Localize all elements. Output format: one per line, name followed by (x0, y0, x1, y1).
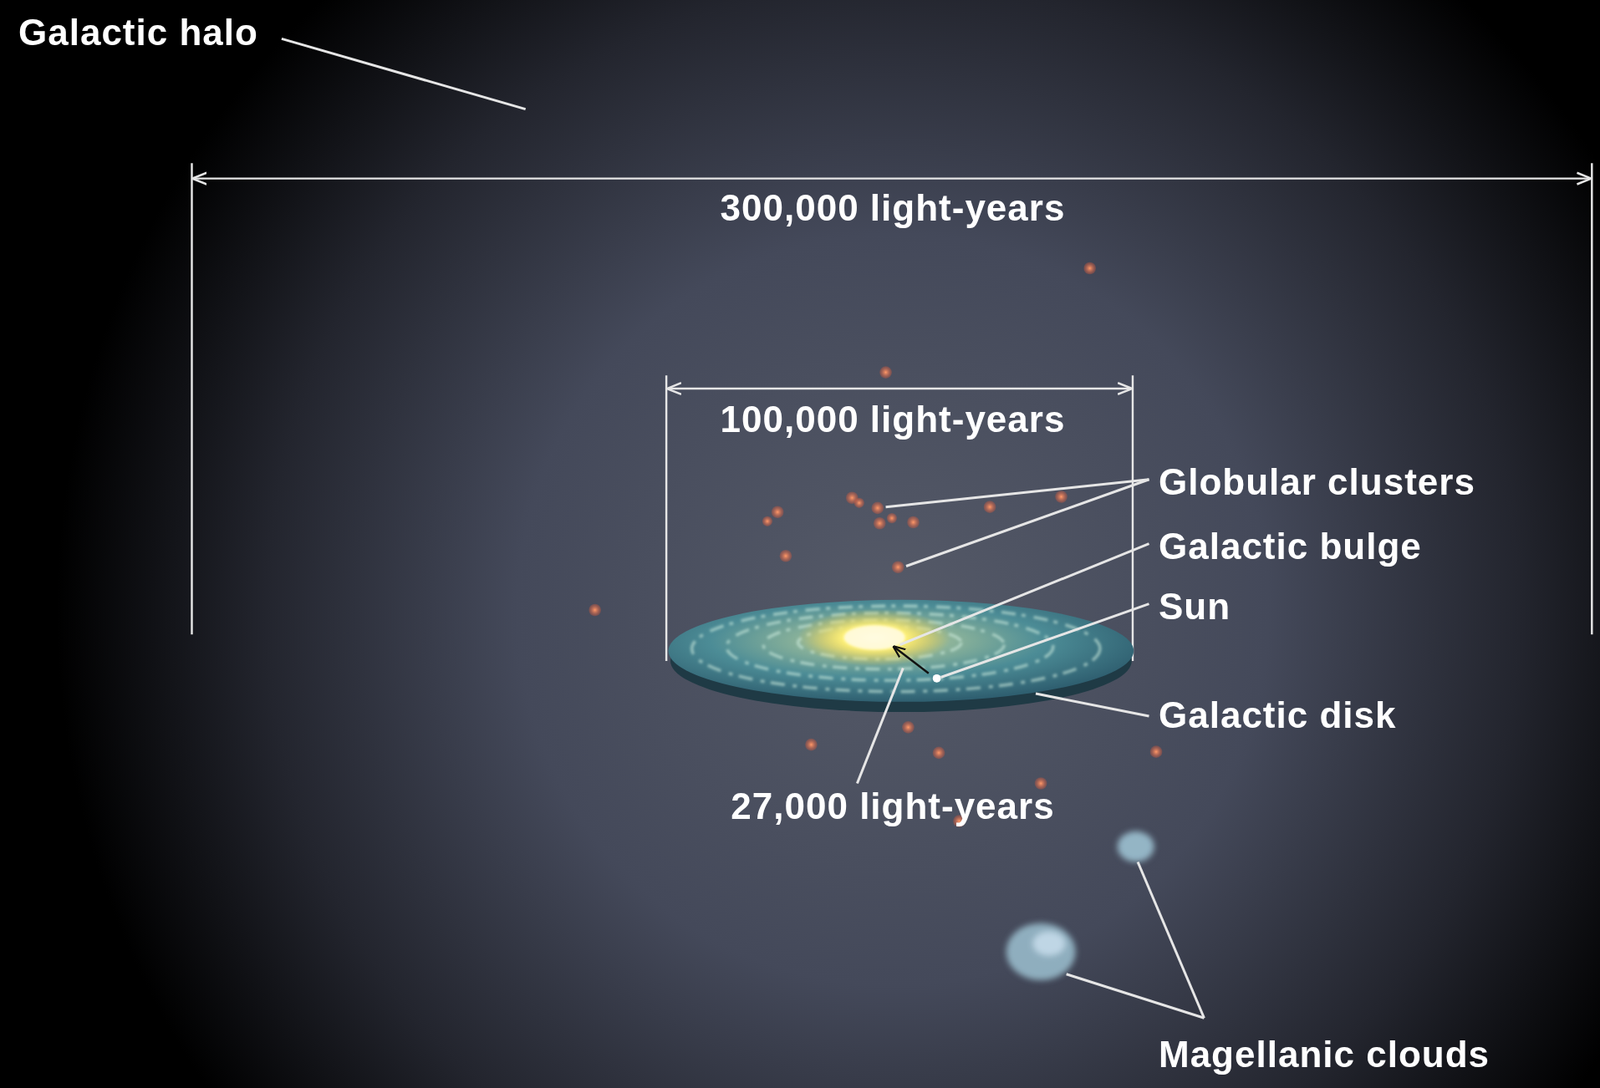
dimension-label: 100,000 light-years (720, 399, 1066, 440)
part-label: Galactic disk (1158, 695, 1397, 736)
dimension-label: 27,000 light-years (730, 786, 1055, 827)
part-label: Sun (1158, 586, 1231, 627)
galactic-bulge (798, 609, 952, 667)
dimension-label: 300,000 light-years (720, 188, 1066, 229)
part-label: Magellanic clouds (1158, 1034, 1490, 1076)
part-label: Galactic bulge (1158, 526, 1422, 567)
galactic-disk (668, 600, 1135, 713)
magellanic-cloud-blobs (1006, 831, 1155, 981)
sun-distance-arrow (893, 647, 929, 674)
dimension-brackets (191, 163, 1592, 662)
leader-lines (281, 38, 1205, 1019)
halo-label: Galactic halo (18, 12, 259, 53)
globular-cluster-dots (588, 262, 1162, 828)
sun-dot (932, 674, 942, 683)
part-label: Globular clusters (1158, 462, 1476, 503)
